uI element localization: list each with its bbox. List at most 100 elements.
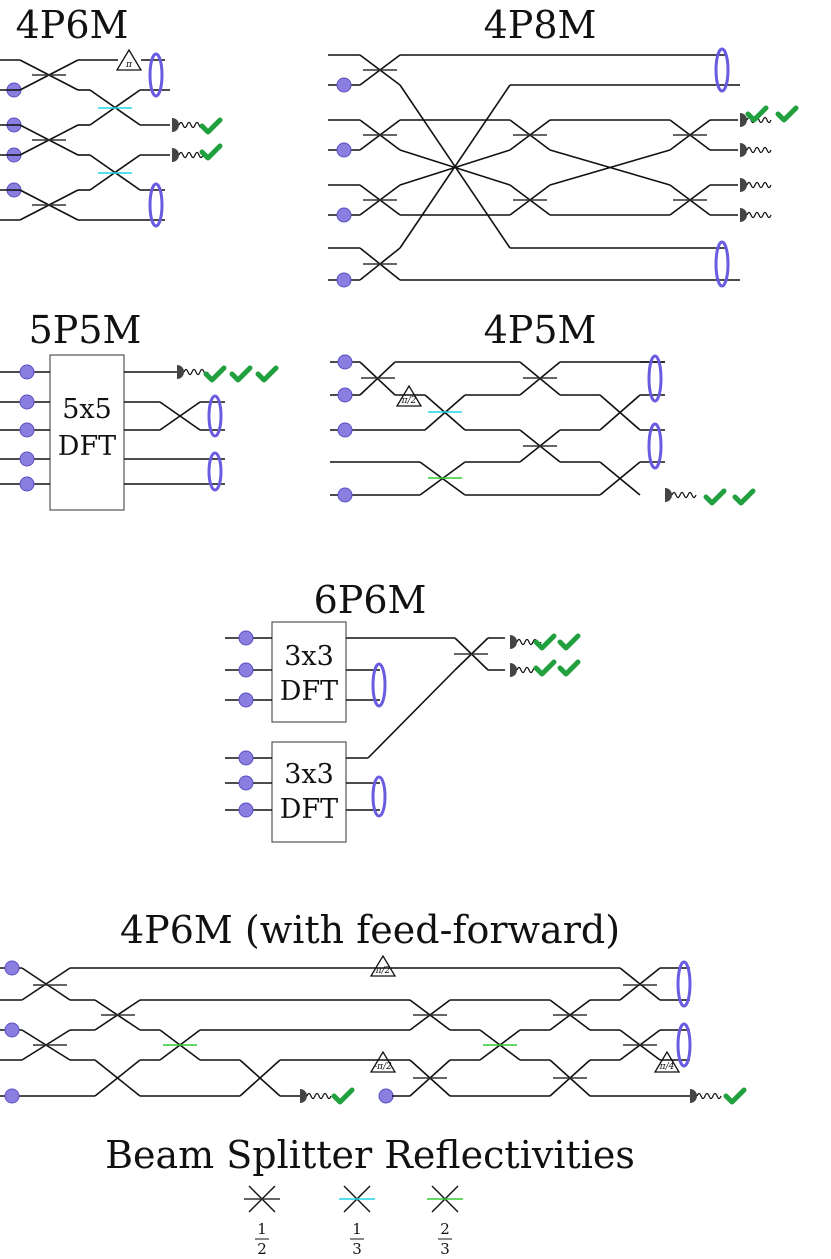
waveguide [159,401,201,431]
detector-icon [510,635,517,649]
detector-icon [510,663,517,677]
photon-source-icon [336,77,352,93]
heralding-loop-icon [371,775,387,818]
photon-source-icon [4,1088,20,1104]
detector-icon [690,1089,697,1103]
waveguide [399,149,511,186]
photon-source-icon [336,207,352,223]
phase-label-4p5m: π/2 [401,396,417,406]
detector-icon [172,118,179,132]
dft-box-3x3-top-line2: DFT [280,676,338,707]
photon-source-icon [238,692,254,708]
photon-source-icon [4,1022,20,1038]
checkmark-icon [199,143,223,161]
heralding-loop-icon [207,451,223,492]
photon-source-icon [4,960,20,976]
legend-num-1: 1 [257,1220,267,1238]
photon-source-icon [238,775,254,791]
checkmark-icon [255,365,279,383]
checkmark-icon [199,117,223,135]
checkmark-icon [331,1087,355,1105]
detector-signal-icon [183,368,209,376]
checkmark-icon [203,365,227,383]
checkmark-icon [732,488,756,506]
legend-den-2: 3 [352,1240,362,1258]
photon-source-icon [238,750,254,766]
checkmark-icon [229,365,253,383]
dft-box-3x3-bottom [271,741,347,843]
checkmark-icon [557,659,581,677]
photon-source-icon [19,451,35,467]
checkmark-icon [723,1087,747,1105]
checkmark-icon [745,105,769,123]
waveguide [549,149,671,186]
photon-source-icon [19,364,35,380]
phase-label-ff-mid: -π/2 [374,1062,392,1072]
detector-signal-icon [671,491,697,499]
detector-signal-icon [178,121,204,129]
detector-signal-icon [746,211,772,219]
detector-signal-icon [746,181,772,189]
detector-icon [665,488,672,502]
checkmark-icon [533,633,557,651]
photon-source-icon [337,354,353,370]
checkmark-icon [557,633,581,651]
detector-icon [740,143,747,157]
phase-shifter-ff-top [369,954,397,977]
dft-box-3x3-top-line1: 3x3 [284,641,334,672]
panel-title-4p6m: 4P6M [16,3,129,47]
detector-icon [740,113,747,127]
detector-signal-icon [178,151,204,159]
dft-box-3x3-top [271,621,347,723]
dft-box-3x3-bottom-line1: 3x3 [284,759,334,790]
photon-source-icon [19,422,35,438]
phase-shifter-4p5m [395,384,423,407]
legend-den-1: 2 [257,1240,267,1258]
panel-title-5p5m: 5P5M [29,308,142,352]
heralding-loop-icon [676,1022,692,1068]
photon-source-icon [337,387,353,403]
detector-signal-icon [306,1092,332,1100]
photon-source-icon [19,394,35,410]
dft-box-5x5-line1: 5x5 [62,394,112,425]
legend-den-3: 3 [440,1240,450,1258]
heralding-loop-icon [647,354,663,403]
legend-num-3: 2 [440,1220,450,1238]
waveguide [367,669,456,759]
waveguide [599,394,641,431]
dft-box-5x5 [49,354,125,511]
heralding-loop-icon [148,52,164,98]
detector-icon [172,148,179,162]
photon-source-icon [336,142,352,158]
photon-source-icon [336,272,352,288]
phase-shifter-ff-mid [369,1050,397,1073]
photon-source-icon [238,630,254,646]
detector-icon [740,178,747,192]
phase-shifter-pi [115,48,143,71]
detector-signal-icon [746,146,772,154]
heralding-loop-icon [647,422,663,470]
panel-title-6p6m: 6P6M [314,578,427,622]
panel-title-4p6m-feedforward: 4P6M (with feed-forward) [120,908,620,952]
detector-icon [177,365,184,379]
heralding-loop-icon [714,240,730,288]
waveguide [619,967,661,1001]
checkmark-icon [703,488,727,506]
legend-title: Beam Splitter Reflectivities [105,1133,635,1177]
heralding-loop-icon [371,662,387,708]
waveguide [239,1059,281,1097]
heralding-loop-icon [207,394,223,438]
heralding-loop-icon [714,47,730,93]
checkmark-icon [775,105,799,123]
panel-title-4p5m: 4P5M [484,308,597,352]
phase-label-ff-top: π/2 [375,966,391,976]
panel-title-4p8m: 4P8M [484,3,597,47]
checkmark-icon [533,659,557,677]
photon-source-icon [238,802,254,818]
legend-num-2: 1 [352,1220,362,1238]
dft-box-3x3-bottom-line2: DFT [280,794,338,825]
detector-icon [740,208,747,222]
photon-source-icon [337,422,353,438]
detector-icon [300,1089,307,1103]
phase-label-pi: π [125,60,133,70]
